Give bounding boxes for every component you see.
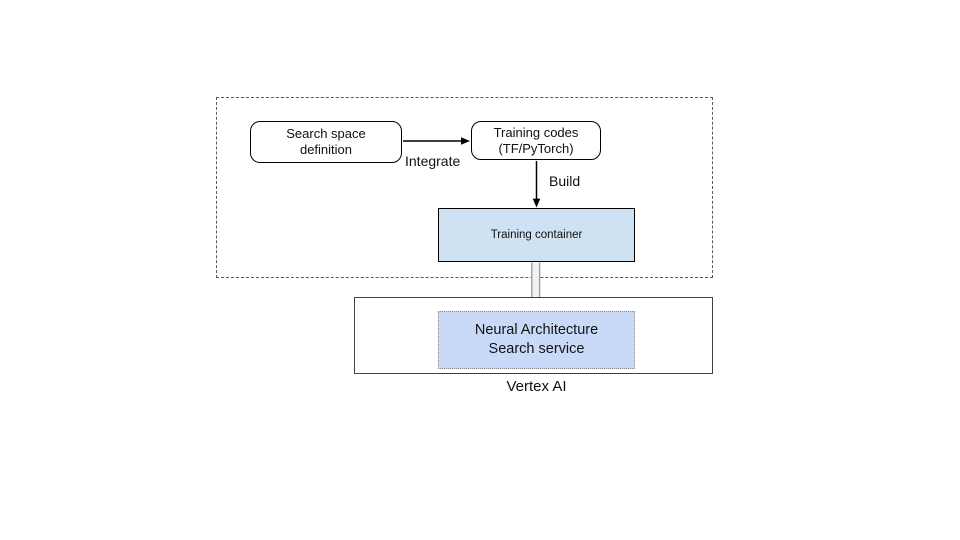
training-codes-label-line1: Training codes bbox=[493, 124, 579, 140]
search-space-definition-box: Search space definition bbox=[250, 121, 402, 163]
vertex-ai-label: Vertex AI bbox=[506, 378, 567, 395]
training-container-label: Training container bbox=[490, 229, 583, 241]
integrate-edge-label: Integrate bbox=[405, 153, 461, 169]
nas-service-label-line2: Search service bbox=[488, 341, 585, 357]
build-edge-label: Build bbox=[549, 173, 581, 189]
search-space-definition-label-line2: definition bbox=[299, 142, 353, 157]
search-space-definition-label-line1: Search space bbox=[286, 126, 366, 141]
training-container-box: Training container bbox=[438, 208, 635, 262]
dev-region-dashed-box bbox=[216, 97, 713, 278]
training-codes-box: Training codes (TF/PyTorch) bbox=[471, 121, 601, 160]
training-codes-label-line2: (TF/PyTorch) bbox=[498, 140, 574, 156]
nas-service-box: Neural Architecture Search service bbox=[438, 311, 635, 369]
nas-service-label-line1: Neural Architecture bbox=[474, 322, 599, 338]
